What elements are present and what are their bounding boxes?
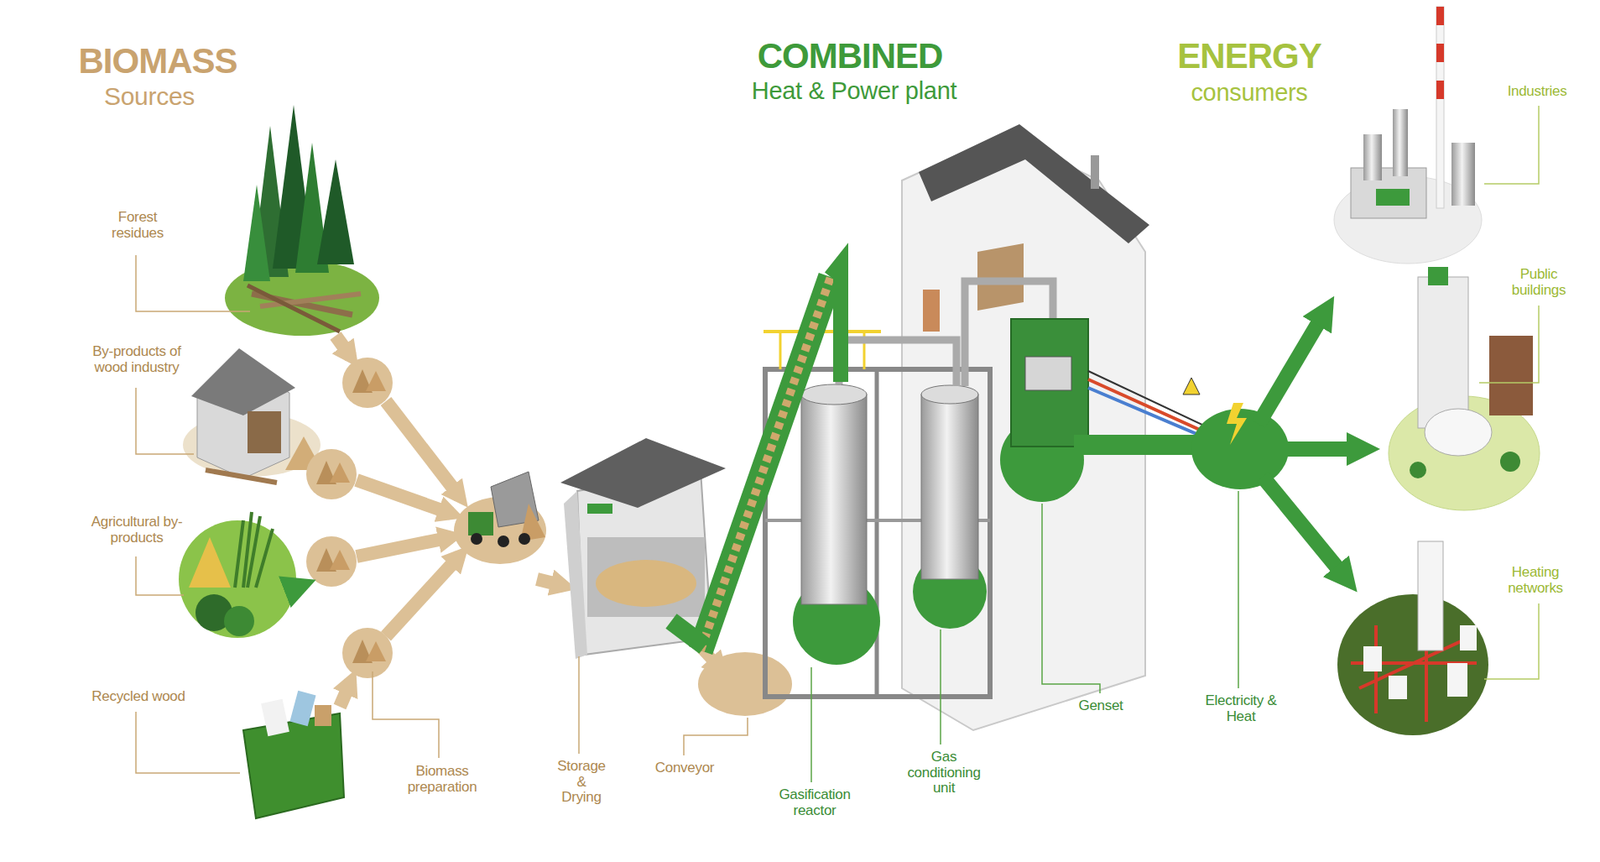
plant-building [901,124,1150,730]
callout-label: Electricity & Heat [1198,693,1283,725]
truck-illustration [453,471,547,564]
callout-label: Gas conditioning unit [897,749,991,797]
callout-label: Heating networks [1497,564,1574,596]
heading-text: consumers [1157,79,1342,107]
callout-label: Biomass preparation [396,763,489,795]
energy-arrows [1258,310,1364,579]
callout-label: Industries [1490,83,1584,100]
callout-label: By-products of wood industry [82,343,192,376]
callout-label: Genset [1067,698,1135,715]
biomass-piles [306,357,393,678]
callout-label: Gasification reactor [768,786,861,819]
heading-text: Heat & Power plant [711,78,997,105]
conveyor-base [698,651,793,716]
callout-label: Recycled wood [79,688,198,705]
heading-text: ENERGY [1140,36,1359,76]
small-arrow [285,585,301,592]
public-building-illustration [1388,266,1540,511]
heading-text: Sources [57,82,242,110]
flow-arrows [335,335,564,707]
callout-label: Conveyor [642,760,727,777]
agriculture-illustration [178,511,297,638]
sawmill-illustration [182,348,323,483]
forest-illustration [224,104,380,336]
industry-illustration [1334,6,1482,264]
heating-network-illustration [1337,541,1489,735]
genset-illustration [1000,318,1289,502]
callout-label: Public buildings [1500,266,1577,298]
heading-text: BIOMASS [31,41,284,81]
callout-label: Storage & Drying [556,758,607,806]
callout-label: Forest residues [99,209,176,241]
leader-lines [135,105,1539,782]
conveyor-belt [671,264,841,651]
callout-label: Agricultural by-products [90,514,183,546]
heading-text: COMBINED [715,36,985,76]
skip-illustration [243,690,344,819]
